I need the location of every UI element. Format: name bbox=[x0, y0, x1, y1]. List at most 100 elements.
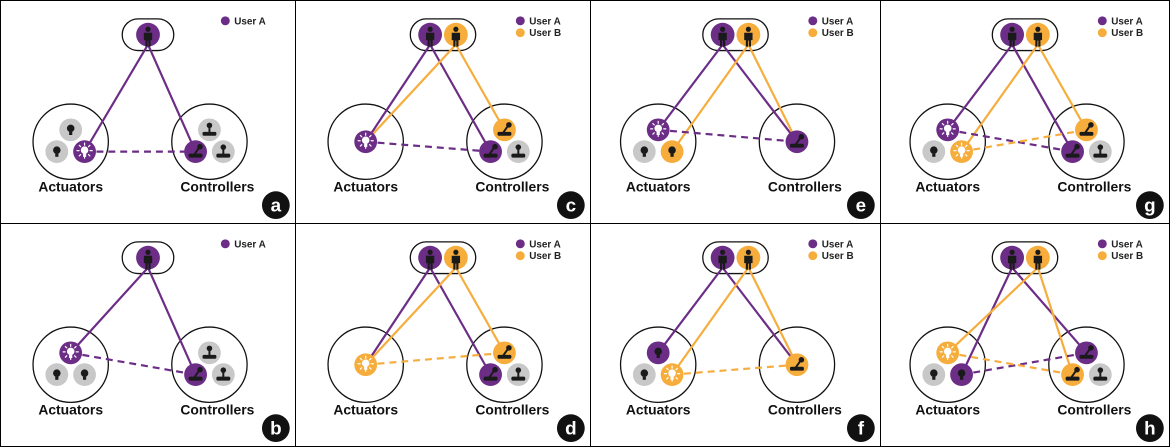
panel-letter: h bbox=[1144, 418, 1156, 439]
controllers-label: Controllers bbox=[180, 178, 254, 194]
links-layer bbox=[946, 43, 1088, 153]
legend-swatch bbox=[515, 16, 525, 26]
legend-swatch bbox=[220, 239, 230, 249]
control-link bbox=[961, 351, 1087, 376]
person-icon bbox=[744, 249, 753, 270]
lightbulb-on-icon bbox=[650, 120, 667, 137]
joystick-icon bbox=[1079, 122, 1094, 136]
links-layer bbox=[657, 266, 798, 376]
joystick-icon bbox=[216, 144, 231, 158]
user-link bbox=[429, 44, 492, 153]
user-link bbox=[946, 266, 1039, 354]
joystick-icon bbox=[790, 134, 805, 148]
person-icon bbox=[1007, 26, 1017, 47]
joystick-icon bbox=[511, 144, 526, 158]
legend-label: User B bbox=[822, 28, 854, 39]
panel-letter: b bbox=[270, 418, 282, 439]
legend-label: User A bbox=[529, 239, 561, 250]
panel-letter-badge bbox=[556, 414, 585, 443]
lightbulb-off-icon bbox=[654, 347, 662, 358]
controllers-label: Controllers bbox=[1057, 178, 1131, 194]
joystick-icon bbox=[497, 345, 512, 359]
user-link bbox=[747, 44, 798, 143]
panel-letter: c bbox=[566, 195, 576, 216]
person-icon bbox=[1033, 249, 1043, 270]
user-link bbox=[147, 44, 197, 153]
controllers-label: Controllers bbox=[475, 178, 549, 194]
joystick-icon bbox=[511, 367, 526, 381]
panel-letter: d bbox=[565, 418, 577, 439]
actuators-group bbox=[327, 103, 405, 181]
legend-swatch bbox=[808, 16, 818, 26]
user-link bbox=[147, 267, 197, 376]
legend-label: User A bbox=[234, 16, 266, 27]
user-link bbox=[364, 266, 457, 366]
legend-label: User B bbox=[529, 251, 561, 262]
panel-letter: g bbox=[1144, 195, 1156, 216]
user-link bbox=[364, 43, 457, 143]
lightbulb-on-icon bbox=[663, 365, 681, 382]
lightbulb-off-icon bbox=[640, 146, 649, 157]
lightbulb-on-icon bbox=[939, 343, 956, 360]
lightbulb-on-icon bbox=[953, 142, 970, 159]
user-link bbox=[671, 266, 750, 376]
lightbulb-off-icon bbox=[53, 369, 61, 380]
lightbulb-off-icon bbox=[668, 146, 676, 157]
lightbulb-off-icon bbox=[66, 124, 75, 135]
legend-swatch bbox=[1097, 28, 1107, 38]
controllers-group bbox=[466, 103, 543, 181]
control-link bbox=[947, 351, 1073, 376]
actuators-label: Actuators bbox=[626, 178, 691, 194]
legend-label: User B bbox=[822, 251, 854, 262]
joystick-icon bbox=[202, 345, 217, 359]
user-link bbox=[454, 44, 506, 131]
joystick-icon bbox=[1065, 366, 1080, 381]
legend-swatch bbox=[515, 28, 525, 38]
user-link bbox=[1011, 266, 1088, 354]
controllers-group bbox=[758, 103, 836, 181]
controllers-group bbox=[171, 103, 248, 181]
lightbulb-off-icon bbox=[930, 146, 938, 157]
control-link bbox=[671, 363, 798, 376]
legend-label: User A bbox=[822, 16, 854, 27]
user-link bbox=[1036, 267, 1074, 375]
actuators-group bbox=[909, 103, 987, 181]
lightbulb-off-icon bbox=[53, 146, 61, 157]
links-layer bbox=[69, 266, 197, 376]
actuators-group bbox=[619, 103, 697, 181]
control-link bbox=[658, 128, 798, 143]
lightbulb-on-icon bbox=[62, 343, 79, 360]
joystick-icon bbox=[1093, 367, 1108, 381]
controllers-group bbox=[466, 326, 543, 404]
panel-letter: a bbox=[271, 195, 282, 216]
joystick-icon bbox=[188, 366, 203, 381]
controllers-label: Controllers bbox=[1057, 401, 1131, 417]
lightbulb-off-icon bbox=[640, 369, 649, 380]
control-link bbox=[70, 351, 196, 376]
user-link bbox=[454, 267, 506, 354]
panel-letter-badge bbox=[1136, 414, 1164, 443]
panel-letter-badge bbox=[261, 414, 290, 443]
legend-swatch bbox=[515, 239, 525, 249]
controllers-group bbox=[1048, 103, 1125, 181]
person-icon bbox=[1033, 26, 1043, 47]
user-link bbox=[946, 43, 1013, 131]
lightbulb-off-icon bbox=[957, 369, 966, 380]
person-icon bbox=[1007, 249, 1017, 270]
controllers-label: Controllers bbox=[475, 401, 549, 417]
controllers-group bbox=[171, 326, 248, 404]
actuators-group bbox=[909, 326, 987, 404]
control-link bbox=[961, 128, 1087, 153]
legend-label: User A bbox=[234, 239, 266, 250]
links-layer bbox=[657, 43, 798, 153]
legend-label: User A bbox=[822, 239, 854, 250]
legend-label: User B bbox=[1111, 28, 1143, 39]
